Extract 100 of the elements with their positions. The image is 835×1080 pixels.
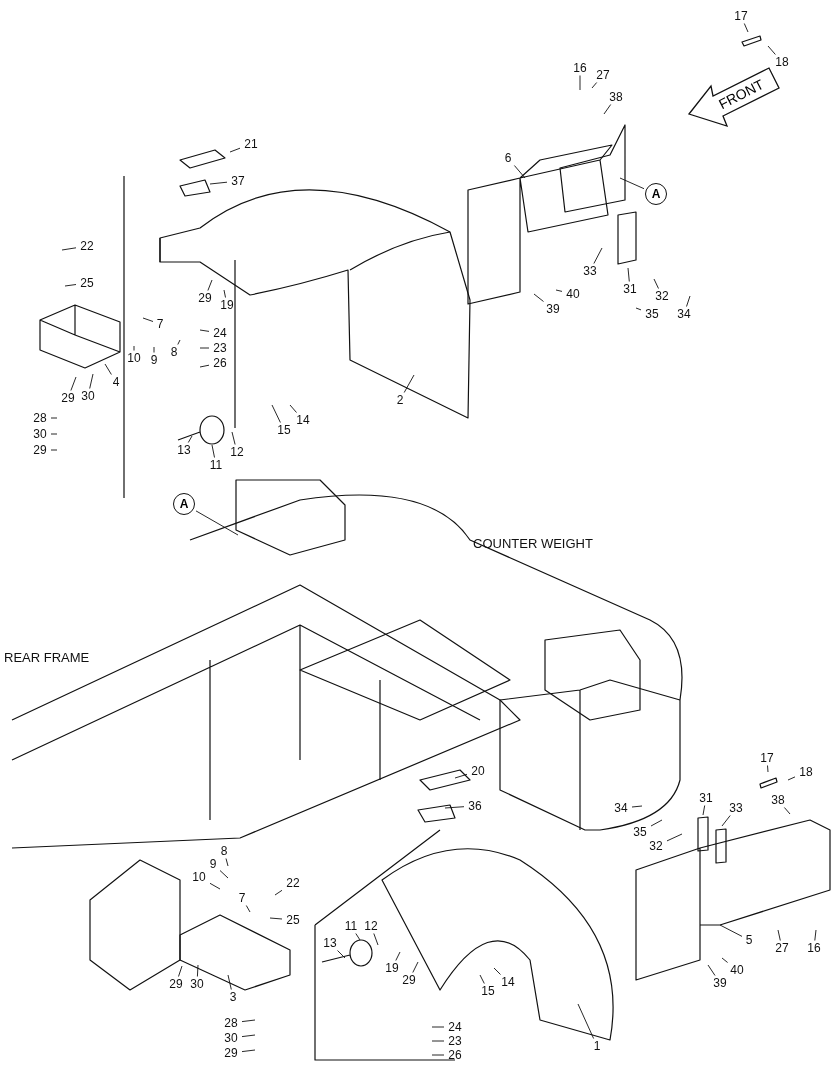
reference-circle: A bbox=[645, 183, 667, 205]
leader-line bbox=[627, 267, 630, 282]
leader-line bbox=[241, 1019, 256, 1023]
callout-number: 35 bbox=[642, 307, 662, 321]
callout-number: 24 bbox=[210, 326, 230, 340]
callout-number: 19 bbox=[382, 961, 402, 975]
callout-number: 13 bbox=[320, 936, 340, 950]
callout-number: 26 bbox=[445, 1048, 465, 1062]
leader-line bbox=[431, 1040, 445, 1042]
callout-number: 33 bbox=[726, 801, 746, 815]
callout-number: 29 bbox=[30, 443, 50, 457]
callout-number: 34 bbox=[674, 307, 694, 321]
leader-line bbox=[767, 45, 776, 55]
leader-line bbox=[719, 924, 743, 937]
callout-number: 9 bbox=[207, 857, 219, 871]
leader-line bbox=[209, 181, 228, 185]
callout-number: 28 bbox=[221, 1016, 241, 1030]
callout-number: 35 bbox=[630, 825, 650, 839]
callout-number: 15 bbox=[478, 984, 498, 998]
callout-number: 36 bbox=[465, 799, 485, 813]
callout-number: 30 bbox=[187, 977, 207, 991]
leader-line bbox=[199, 347, 210, 349]
leader-line bbox=[70, 376, 77, 391]
callout-number: 9 bbox=[148, 353, 160, 367]
callout-number: 16 bbox=[570, 61, 590, 75]
leader-line bbox=[635, 307, 642, 311]
leader-line bbox=[177, 339, 181, 345]
leader-line bbox=[142, 317, 154, 322]
leader-line bbox=[133, 345, 135, 351]
leader-line bbox=[227, 974, 232, 990]
callout-number: 30 bbox=[221, 1031, 241, 1045]
callout-number: 21 bbox=[241, 137, 261, 151]
leader-line bbox=[653, 278, 659, 289]
leader-line bbox=[631, 805, 643, 808]
callout-number: 29 bbox=[221, 1046, 241, 1060]
callout-number: 3 bbox=[227, 990, 239, 1004]
leader-line bbox=[153, 346, 155, 353]
callout-number: 19 bbox=[217, 298, 237, 312]
callout-number: 20 bbox=[468, 764, 488, 778]
leader-line bbox=[666, 833, 683, 842]
callout-number: 29 bbox=[58, 391, 78, 405]
callout-number: 6 bbox=[502, 151, 514, 165]
callout-number: 18 bbox=[772, 55, 792, 69]
leader-line bbox=[533, 293, 544, 302]
callout-number: 2 bbox=[394, 393, 406, 407]
leader-line bbox=[223, 289, 226, 298]
leader-line bbox=[274, 889, 283, 896]
leader-line bbox=[337, 950, 346, 959]
leader-line bbox=[199, 329, 210, 332]
callout-number: 27 bbox=[593, 68, 613, 82]
callout-number: 7 bbox=[154, 317, 166, 331]
leader-line bbox=[431, 1054, 445, 1056]
leader-line bbox=[603, 104, 612, 115]
leader-line bbox=[619, 177, 645, 190]
callout-number: 32 bbox=[646, 839, 666, 853]
leader-line bbox=[777, 929, 781, 941]
callout-number: 12 bbox=[361, 919, 381, 933]
leader-line bbox=[289, 404, 297, 413]
callout-number: 14 bbox=[293, 413, 313, 427]
leader-line bbox=[241, 1034, 256, 1038]
callout-number: 15 bbox=[274, 423, 294, 437]
callout-number: 40 bbox=[563, 287, 583, 301]
leader-line bbox=[199, 364, 210, 368]
leader-line bbox=[650, 819, 663, 827]
callout-number: 12 bbox=[227, 445, 247, 459]
leader-line bbox=[412, 961, 419, 973]
leader-line bbox=[225, 858, 229, 867]
callout-number: 23 bbox=[445, 1034, 465, 1048]
leader-line bbox=[50, 417, 58, 419]
leader-line bbox=[269, 917, 283, 920]
leader-line bbox=[271, 404, 281, 423]
leader-line bbox=[454, 773, 468, 779]
leader-line bbox=[207, 279, 213, 291]
leader-line bbox=[577, 1003, 595, 1039]
leader-line bbox=[743, 23, 749, 33]
callout-number: 22 bbox=[283, 876, 303, 890]
leader-line bbox=[686, 295, 691, 307]
leader-line bbox=[591, 82, 598, 89]
callout-number: 34 bbox=[611, 801, 631, 815]
callout-number: 10 bbox=[124, 351, 144, 365]
callout-number: 33 bbox=[580, 264, 600, 278]
leader-line bbox=[593, 247, 603, 264]
leader-line bbox=[245, 905, 251, 913]
part-name-label: COUNTER WEIGHT bbox=[473, 536, 593, 551]
leader-line bbox=[444, 806, 465, 809]
leader-line bbox=[355, 933, 361, 941]
callout-number: 1 bbox=[591, 1039, 603, 1053]
callout-number: 7 bbox=[236, 891, 248, 905]
callout-number: 14 bbox=[498, 975, 518, 989]
leader-line bbox=[783, 807, 791, 815]
leader-line bbox=[702, 805, 706, 816]
callout-number: 17 bbox=[757, 751, 777, 765]
callout-number: 39 bbox=[543, 302, 563, 316]
callout-number: 40 bbox=[727, 963, 747, 977]
callout-number: 18 bbox=[796, 765, 816, 779]
callout-number: 32 bbox=[652, 289, 672, 303]
part-name-label: REAR FRAME bbox=[4, 650, 90, 665]
leader-line bbox=[50, 449, 58, 451]
leader-line bbox=[373, 933, 379, 946]
leader-line bbox=[211, 444, 215, 458]
